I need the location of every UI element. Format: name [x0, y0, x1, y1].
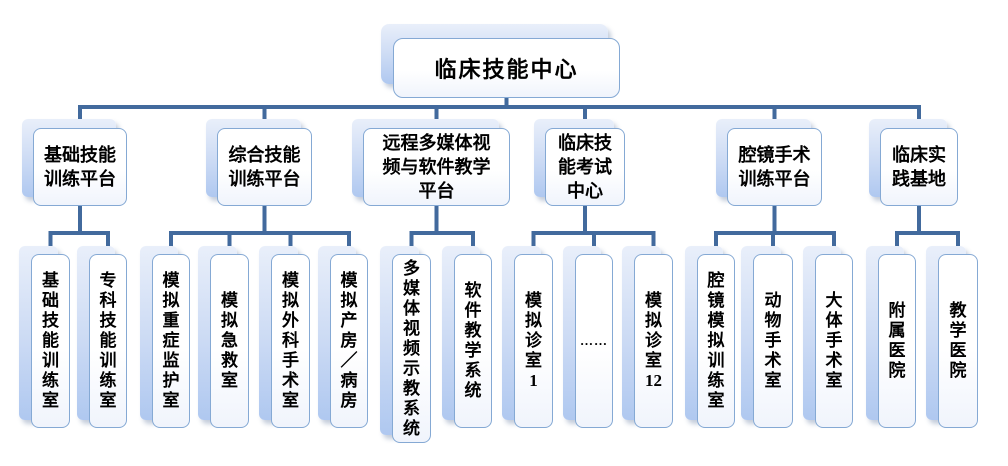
node-label: 腔镜手术训练平台	[738, 145, 811, 189]
node-clinical-practice-base: 临床实践基地	[869, 119, 958, 206]
node-comprehensive-skills-platform: 综合技能训练平台	[206, 119, 312, 206]
node-box: 模拟外科手术室	[271, 254, 310, 428]
node-label: 腔镜模拟训练室	[707, 271, 725, 410]
node-label: 远程多媒体视频与软件教学平台	[382, 133, 491, 201]
node-ellipsis: ……	[563, 246, 613, 428]
node-label: 模拟诊室 12	[645, 291, 662, 390]
node-label: 模拟急救室	[221, 291, 238, 390]
node-affiliated-hospital: 附属医院	[866, 246, 916, 428]
node-box: 远程多媒体视频与软件教学平台	[363, 128, 510, 206]
node-label: 基础技能训练平台	[44, 145, 116, 189]
node-box: 综合技能训练平台	[217, 128, 312, 206]
node-box: 基础技能训练室	[31, 254, 70, 428]
node-label: 模拟产房／病房	[340, 271, 358, 410]
node-box: 教学医院	[938, 254, 978, 428]
node-box: 腔镜手术训练平台	[727, 128, 822, 206]
node-box: 模拟诊室 1	[514, 254, 553, 428]
node-label: 附属医院	[888, 301, 906, 380]
node-label: 临床实践基地	[892, 145, 946, 189]
node-remote-multimedia-software-platform: 远程多媒体视频与软件教学平台	[352, 119, 510, 206]
node-label: 临床技能考试中心	[558, 133, 612, 201]
node-basic-skills-training-room: 基础技能训练室	[19, 246, 70, 428]
node-box: 基础技能训练平台	[33, 128, 127, 206]
node-box: 大体手术室	[815, 254, 853, 428]
node-box: 软件教学系统	[454, 254, 492, 428]
node-box: 专科技能训练室	[89, 254, 127, 428]
node-multimedia-video-demo-system: 多媒体视频示教系统	[380, 246, 431, 443]
node-box: 临床技能考试中心	[545, 128, 625, 206]
node-simulated-icu: 模拟重症监护室	[140, 246, 190, 428]
node-box: 临床技能中心	[393, 38, 620, 98]
node-basic-skills-platform: 基础技能训练平台	[22, 119, 127, 206]
node-box: 多媒体视频示教系统	[392, 254, 431, 443]
node-software-teaching-system: 软件教学系统	[442, 246, 492, 428]
node-endoscopic-simulation-training-room: 腔镜模拟训练室	[685, 246, 735, 428]
node-label: 模拟重症监护室	[162, 271, 180, 410]
node-box: 模拟诊室 12	[634, 254, 673, 428]
node-simulated-emergency-room: 模拟急救室	[198, 246, 249, 428]
node-clinical-skills-exam-center: 临床技能考试中心	[534, 119, 625, 206]
node-specialty-skills-training-room: 专科技能训练室	[77, 246, 127, 428]
node-box: 临床实践基地	[880, 128, 958, 206]
node-label: 大体手术室	[825, 291, 843, 390]
node-label: 临床技能中心	[434, 57, 579, 82]
node-box: 腔镜模拟训练室	[697, 254, 735, 428]
node-label: 基础技能训练室	[42, 271, 59, 410]
node-label: 动物手术室	[764, 291, 782, 390]
node-box: 模拟急救室	[210, 254, 249, 428]
node-label: ……	[580, 333, 608, 348]
node-label: 软件教学系统	[464, 281, 482, 400]
node-box: 附属医院	[878, 254, 916, 428]
node-cadaver-operating-room: 大体手术室	[803, 246, 853, 428]
node-label: 教学医院	[949, 301, 967, 380]
node-simulated-clinic-room-12: 模拟诊室 12	[622, 246, 673, 428]
node-label: 模拟诊室 1	[525, 291, 542, 390]
node-animal-operating-room: 动物手术室	[741, 246, 793, 428]
node-box: ……	[575, 254, 613, 428]
node-clinical-skills-center: 临床技能中心	[381, 24, 620, 98]
node-simulated-clinic-room-1: 模拟诊室 1	[502, 246, 553, 428]
node-simulated-delivery-room-ward: 模拟产房／病房	[318, 246, 368, 428]
node-simulated-surgery-operating-room: 模拟外科手术室	[259, 246, 310, 428]
node-box: 动物手术室	[753, 254, 793, 428]
node-endoscopic-surgery-platform: 腔镜手术训练平台	[716, 119, 822, 206]
node-label: 多媒体视频示教系统	[403, 258, 420, 438]
node-teaching-hospital: 教学医院	[926, 246, 978, 428]
node-label: 模拟外科手术室	[282, 271, 299, 410]
node-label: 专科技能训练室	[99, 271, 117, 410]
node-box: 模拟产房／病房	[330, 254, 368, 428]
node-label: 综合技能训练平台	[228, 145, 301, 189]
node-box: 模拟重症监护室	[152, 254, 190, 428]
